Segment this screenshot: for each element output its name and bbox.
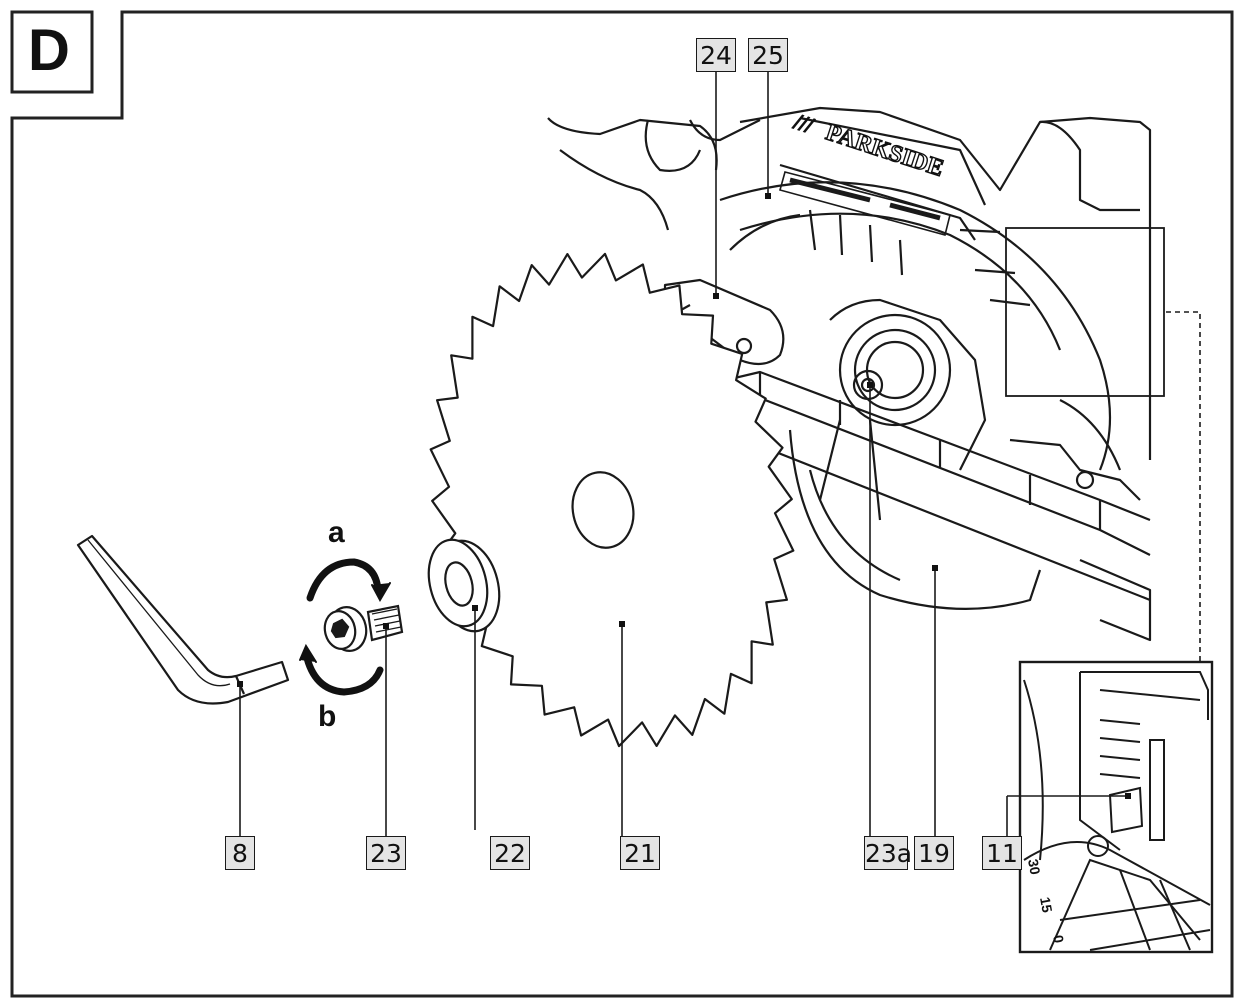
rotation-arrows (299, 558, 391, 696)
callout-23a: 23a (864, 836, 912, 870)
saw-body (547, 106, 1152, 642)
callout-11: 11 (982, 836, 1022, 870)
bolt (323, 604, 404, 652)
rotation-label-a: a (328, 516, 345, 549)
blade-arbor-hole (571, 471, 635, 549)
callout-19: 19 (914, 836, 954, 870)
callout-25: 25 (748, 38, 788, 72)
leader-dots (237, 193, 1131, 799)
flange-washer (427, 538, 501, 633)
figure-frame (10, 10, 1234, 998)
rotation-label-b: b (318, 700, 337, 733)
hex-key (76, 534, 290, 705)
callout-23: 23 (366, 836, 406, 870)
panel-letter: D (28, 18, 70, 83)
callout-22: 22 (490, 836, 530, 870)
callout-8: 8 (225, 836, 255, 870)
callout-21: 21 (620, 836, 660, 870)
leader-lines (239, 72, 1128, 852)
svg-text:0: 0 (1050, 934, 1067, 945)
detail-inset: 30 15 0 (1005, 227, 1214, 954)
svg-text:15: 15 (1037, 896, 1055, 914)
callout-24: 24 (696, 38, 736, 72)
saw-blade (429, 252, 795, 748)
svg-text:30: 30 (1025, 858, 1043, 876)
angle-scale: 30 15 0 (1025, 858, 1067, 945)
